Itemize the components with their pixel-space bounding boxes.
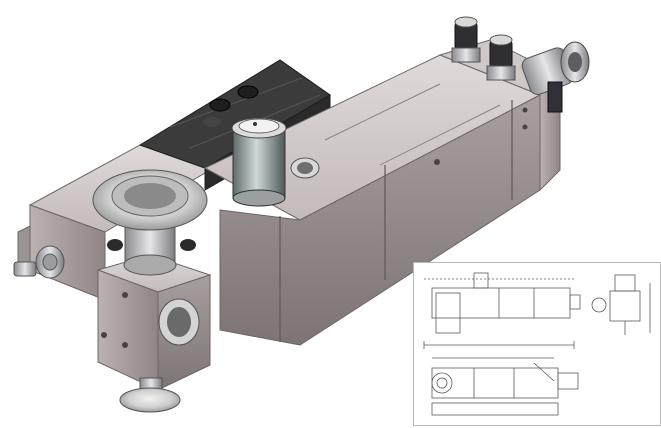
drawing-views — [423, 272, 651, 416]
top-view — [431, 357, 579, 416]
main-body — [203, 54, 542, 346]
bottom-flange — [119, 377, 181, 413]
panel-caps — [203, 85, 259, 127]
front-view — [423, 272, 581, 349]
right-pipe-fitting — [521, 41, 590, 113]
engineering-drawing-inset — [413, 262, 661, 426]
tri-clamp-flange — [92, 169, 208, 276]
adjustment-knob-2 — [486, 34, 516, 81]
side-view — [591, 274, 651, 335]
top-sight-window — [290, 157, 320, 179]
sight-glass — [231, 117, 287, 207]
left-fitting — [13, 245, 65, 279]
adjustment-knob-1 — [451, 16, 481, 63]
